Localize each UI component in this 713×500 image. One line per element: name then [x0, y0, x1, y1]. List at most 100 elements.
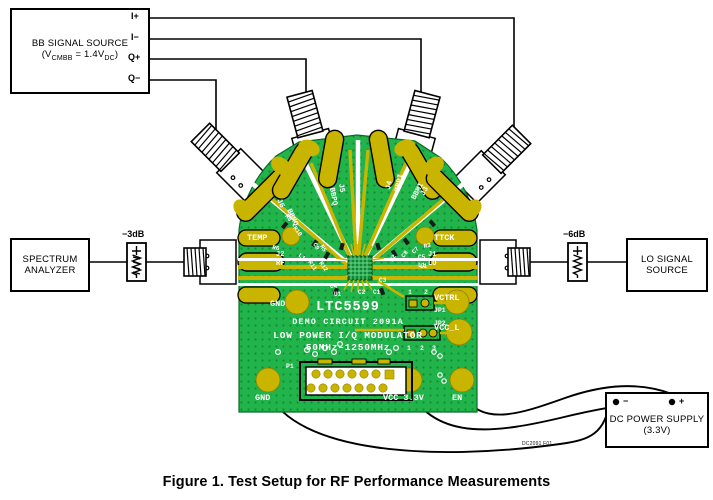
- silk-r8: R8: [283, 213, 293, 223]
- silk-c5: C5: [418, 254, 426, 261]
- silk-function: LOW POWER I/Q MODULATOR: [273, 330, 423, 341]
- dc-terminal-negative-label: −: [623, 396, 629, 406]
- spectrum-analyzer-block: SPECTRUM ANALYZER: [10, 238, 90, 292]
- pcb-silk-titles: LTC5599 DEMO CIRCUIT 2091A LOW POWER I/Q…: [273, 300, 423, 353]
- pcb-silk-rf-lo: J2 RF J1 LO: [276, 251, 436, 268]
- wire-i-minus: [146, 38, 422, 93]
- attenuator-6db-symbol: [573, 246, 582, 255]
- attenuator-3db-zigzag: [130, 254, 143, 276]
- attenuator-6db-label: −6dB: [563, 229, 586, 239]
- bb-pin-label-i-minus: I−: [131, 32, 139, 42]
- silk-p1: P1: [286, 363, 294, 370]
- bb-pin-label-i-plus: I+: [131, 11, 139, 21]
- pad-temp: [281, 226, 301, 246]
- dc-supply-line2: (3.3V): [643, 425, 671, 436]
- pad-ttck: [415, 226, 435, 246]
- silk-en: EN: [452, 393, 462, 403]
- bb-source-line2: (VCMBB = 1.4VDC): [41, 49, 119, 62]
- lo-source-line2: SOURCE: [646, 265, 688, 276]
- silk-j6: J6: [274, 198, 285, 210]
- lo-source-line1: LO SIGNAL: [641, 254, 693, 265]
- dc-terminal-negative-dot: [612, 398, 620, 406]
- silk-j3: J3: [420, 185, 432, 197]
- silk-c8: C9: [311, 242, 321, 252]
- silk-c2: C2: [358, 289, 366, 296]
- silk-j1: J1: [428, 251, 436, 259]
- silk-jp1-pin1: 1: [408, 289, 412, 296]
- pcb-drill-holes: [275, 341, 447, 384]
- silk-l1: L1: [420, 263, 428, 270]
- silk-bbpq: BBPQ: [327, 187, 338, 207]
- silk-vcc-l: VCC_L: [434, 323, 460, 333]
- silk-jp2-pin2: 2: [420, 345, 424, 352]
- pad-gnd-lower: [255, 367, 281, 393]
- silk-jp1: JP1: [434, 307, 446, 314]
- bb-pin-label-q-plus: Q+: [128, 52, 141, 62]
- pad-en: [449, 367, 475, 393]
- silk-u1: U1: [334, 291, 342, 298]
- figure-caption: Figure 1. Test Setup for RF Performance …: [162, 474, 551, 490]
- silk-c9: L1: [297, 252, 307, 262]
- sma-connector-rf: [183, 239, 237, 285]
- dc-terminal-positive-dot: [668, 398, 676, 406]
- spectrum-analyzer-line1: SPECTRUM: [22, 254, 78, 265]
- silk-part-number: LTC5599: [316, 300, 380, 315]
- pcb-header-p1: [299, 358, 413, 401]
- attenuator-6db-zigzag: [571, 254, 584, 276]
- silk-c6: C7: [410, 245, 420, 255]
- silk-r2: R2: [388, 253, 398, 263]
- pcb-rim-ground-blobs: [233, 139, 482, 219]
- spectrum-analyzer-line2: ANALYZER: [24, 265, 76, 276]
- dc-supply-line1: DC POWER SUPPLY: [609, 414, 705, 425]
- silk-demo-circuit: DEMO CIRCUIT 2091A: [292, 317, 404, 327]
- pcb-silk-designators: R10 R8 R5 C9 R6 L1 R11 R12 R2 C8 C7 R3 C…: [272, 213, 432, 298]
- silk-bbpi: BBPI: [394, 173, 406, 192]
- wire-en-to-supply: [461, 385, 673, 416]
- silk-r6: R6: [272, 244, 281, 252]
- attenuator-3db-label: −3dB: [122, 229, 145, 239]
- pcb-chip-u1: [335, 243, 385, 293]
- silk-jp2: JP2: [434, 320, 446, 327]
- silk-j2: J2: [276, 251, 284, 259]
- figure-doc-id: DC2091 F01: [522, 441, 553, 447]
- silk-j4: J4: [385, 180, 395, 191]
- silk-j5: J5: [336, 183, 346, 194]
- dc-terminal-positive-label: +: [679, 396, 685, 406]
- silk-temp: TEMP: [247, 233, 267, 243]
- silk-r3: R3: [423, 242, 432, 250]
- silk-ttck: TTCK: [434, 233, 455, 243]
- wire-q-plus: [146, 58, 307, 93]
- silk-c4: C4: [330, 283, 338, 290]
- bb-signal-source-block: BB SIGNAL SOURCE (VCMBB = 1.4VDC): [10, 8, 150, 94]
- silk-c1: C1: [373, 289, 381, 296]
- silk-jp1-pin2: 2: [424, 289, 428, 296]
- silk-r5: R5: [318, 244, 328, 254]
- pad-gnd-upper: [284, 289, 310, 315]
- silk-vctrl: VCTRL: [434, 293, 460, 303]
- sma-connector-lo: [479, 239, 531, 285]
- silk-jp2-pin3: 3: [432, 345, 436, 352]
- wire-gnd-to-supply: [267, 391, 611, 453]
- wire-i-plus: [146, 17, 515, 148]
- pcb-silk-jumper-labels: 1 2 JP1 1 2 3 JP2 P1: [286, 289, 446, 370]
- silk-rf: RF: [276, 260, 284, 268]
- silk-freq-range: 50MHz–1250MHz: [306, 342, 391, 353]
- silk-l1-dup: L1: [418, 262, 426, 269]
- silk-gnd-upper: GND: [270, 299, 285, 309]
- silk-jp2-pin1: 1: [407, 345, 411, 352]
- sma-connector-bbmi: [451, 124, 532, 205]
- pcb-silk-pad-labels: TEMP TTCK GND VCTRL VCC_L GND VCC 3.3V E…: [247, 233, 462, 403]
- silk-gnd-lower: GND: [255, 393, 270, 403]
- bb-pin-label-q-minus: Q−: [128, 73, 141, 83]
- lo-signal-source-block: LO SIGNAL SOURCE: [626, 238, 708, 292]
- silk-lo: LO: [428, 260, 436, 268]
- silk-vcc-33v: VCC 3.3V: [383, 393, 425, 403]
- pcb-jumper-traces: [355, 279, 448, 335]
- wire-q-minus: [146, 79, 217, 148]
- dc-power-supply-block: DC POWER SUPPLY (3.3V): [605, 392, 709, 448]
- silk-c7: C8: [400, 249, 410, 259]
